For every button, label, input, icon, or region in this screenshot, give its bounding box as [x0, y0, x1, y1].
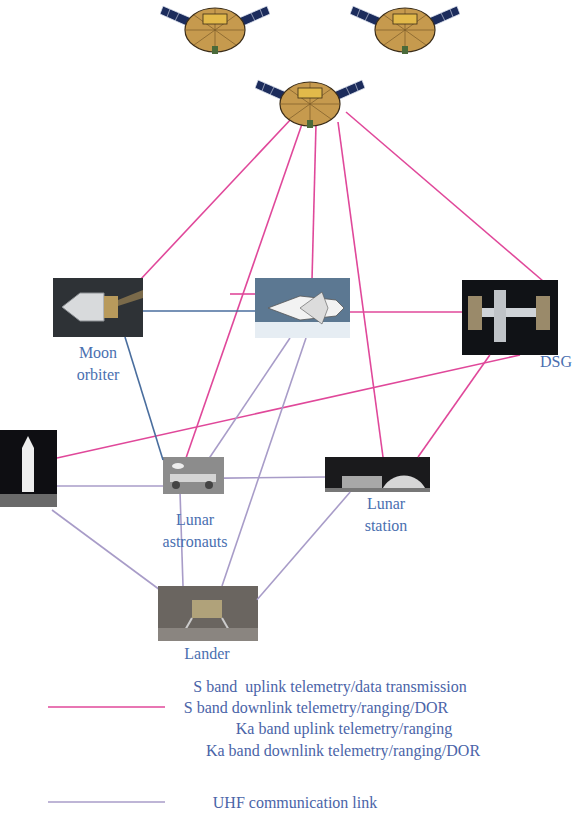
earth-cloud	[255, 322, 350, 338]
node-label: Lunar station	[351, 493, 421, 537]
picture-node: Lunar station	[325, 457, 430, 492]
lunar-ground	[158, 628, 258, 641]
picture-node: DSG	[462, 280, 558, 355]
rover-wheel	[205, 481, 213, 489]
rocket-picture	[0, 430, 57, 507]
orbiter-capsule	[62, 293, 104, 321]
s-band-link	[140, 118, 292, 280]
legend-text: Ka band uplink telemetry/ranging	[134, 720, 554, 738]
uhf-link	[222, 338, 306, 586]
ka-band-link	[143, 310, 255, 312]
uhf-link	[208, 338, 290, 460]
rover-picture	[163, 457, 224, 494]
picture-node: Lander	[158, 586, 258, 641]
uhf-link	[52, 510, 160, 590]
shuttle-picture	[255, 278, 350, 338]
station-module	[342, 476, 382, 490]
relay-satellite	[255, 80, 365, 128]
picture-node: Lunar astronauts	[163, 457, 224, 494]
link-line	[224, 477, 325, 478]
legend-line-sample	[48, 801, 165, 803]
lunar-rover	[170, 474, 216, 482]
lunar-ground	[325, 488, 430, 492]
station-module	[494, 290, 506, 342]
node-label: Lander	[172, 643, 242, 665]
s-band-link	[230, 293, 255, 295]
orbiter-module	[104, 296, 118, 318]
station-panel	[468, 296, 482, 330]
lunar-lander	[192, 600, 222, 618]
legend-text: Ka band downlink telemetry/ranging/DOR	[133, 742, 553, 760]
link-line	[125, 337, 163, 460]
link-line	[418, 355, 490, 457]
uhf-link	[57, 485, 163, 487]
legend-text: S band downlink telemetry/ranging/DOR	[106, 699, 526, 717]
rocket	[22, 436, 34, 492]
node-label: DSG	[534, 351, 575, 373]
station-dome	[382, 476, 426, 490]
node-label: Lunar astronauts	[150, 509, 240, 553]
relay-satellite	[350, 6, 460, 54]
s-band-link	[312, 124, 316, 280]
lander-picture	[158, 586, 258, 641]
orbiter-picture	[53, 278, 143, 337]
rover-antenna	[172, 463, 184, 469]
node-label: Moon orbiter	[63, 342, 133, 386]
shuttle-wing	[300, 292, 328, 324]
station-truss	[478, 308, 544, 317]
dsg-picture	[462, 280, 558, 355]
s-band-link	[346, 112, 543, 281]
legend-text: S band uplink telemetry/data transmissio…	[120, 678, 540, 696]
legend-text: UHF communication link	[85, 794, 505, 812]
station-picture	[325, 457, 430, 492]
relay-satellite	[160, 6, 270, 54]
picture-node: Moon orbiter	[53, 278, 143, 337]
rover-wheel	[172, 481, 180, 489]
s-band-link	[350, 311, 462, 313]
lunar-ground	[0, 494, 57, 507]
legend-line-sample	[48, 706, 165, 708]
link-line	[257, 492, 350, 600]
station-panel	[536, 296, 550, 330]
s-band-link	[57, 355, 520, 458]
orbiter-panel	[118, 290, 143, 306]
